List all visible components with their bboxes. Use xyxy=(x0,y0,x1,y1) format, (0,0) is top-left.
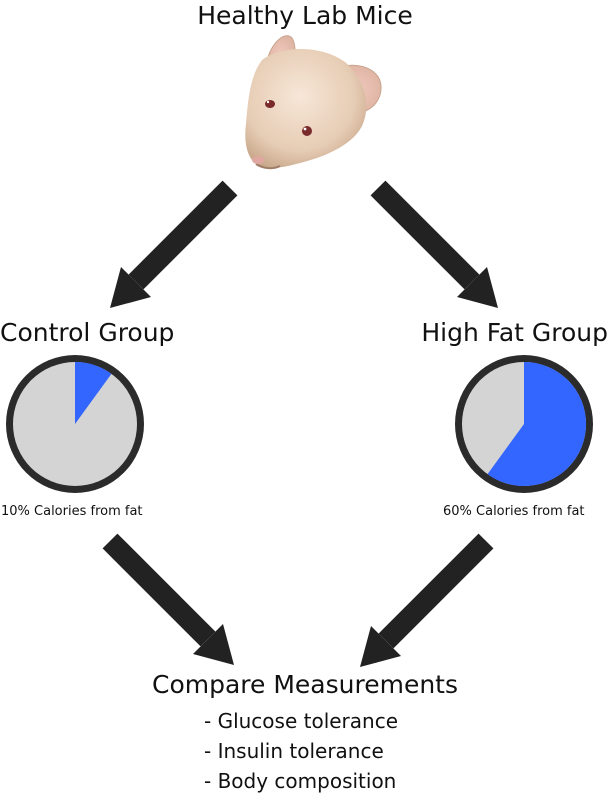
arrow-mouse-to-highfat xyxy=(370,180,498,308)
measurement-item: - Body composition xyxy=(204,769,397,793)
control-diet-caption: 10% Calories from fat xyxy=(1,504,143,519)
diagram-title: Healthy Lab Mice xyxy=(197,1,413,30)
measurement-item: - Insulin tolerance xyxy=(204,739,384,763)
arrow-mouse-to-control xyxy=(110,180,238,308)
arrow-highfat-to-compare xyxy=(360,533,494,667)
arrow-control-to-compare xyxy=(102,533,234,665)
mouse-head-illustration xyxy=(245,35,382,170)
highfat-pie-chart xyxy=(455,355,593,493)
measurement-item: - Glucose tolerance xyxy=(204,709,399,733)
control-group-label: Control Group xyxy=(0,318,175,347)
highfat-pie-fat-slice xyxy=(487,362,587,486)
high-fat-group-label: High Fat Group xyxy=(421,318,608,347)
control-pie-fat-slice xyxy=(75,362,112,424)
compare-measurements-title: Compare Measurements xyxy=(151,670,458,699)
control-pie-chart xyxy=(6,355,144,493)
high-fat-diet-caption: 60% Calories from fat xyxy=(443,504,585,519)
